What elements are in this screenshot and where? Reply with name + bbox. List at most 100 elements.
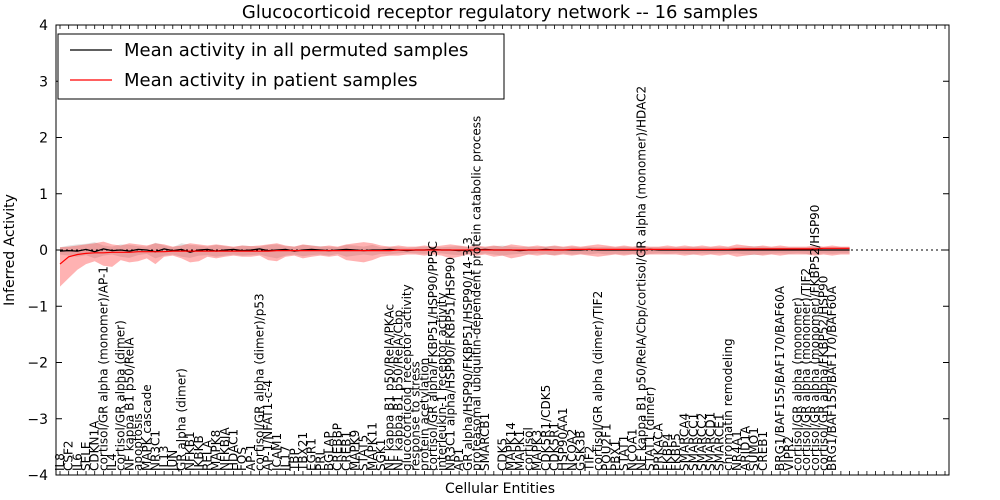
- x-tick-label: cortisol/GR alpha (dimer)/p53: [253, 293, 267, 471]
- x-tick-label: CDKN1A: [88, 420, 102, 471]
- x-tick-label: cortisol/GR alpha/FKBP52/HSP90: [817, 276, 831, 471]
- x-axis-title: Cellular Entities: [445, 481, 555, 497]
- x-tick-label: PRKACA: [652, 422, 666, 471]
- x-tick-label: chromatin remodeling: [721, 338, 735, 471]
- x-tick-label: CREBBP: [331, 423, 345, 471]
- y-tick-label: 3: [39, 74, 48, 90]
- chart-title: Glucocorticoid receptor regulatory netwo…: [242, 2, 758, 23]
- x-tick-label: NF kappa B1 p50/RelA/PKAc: [383, 304, 397, 471]
- x-tick-label: NFKB1: [183, 431, 197, 471]
- legend: Mean activity in all permuted samples Me…: [57, 33, 505, 100]
- x-tick-label: PRL: [313, 448, 327, 471]
- x-tick-label: IL4: [105, 453, 119, 471]
- x-tick-label: BRG1/BAF155/BAF170/BAF60A: [773, 285, 787, 471]
- x-tick-label: proteasomal ubiquitin-dependent protein …: [470, 116, 484, 471]
- x-tick-label: NCOA1: [626, 429, 640, 471]
- x-tick-label: EGR1: [305, 438, 319, 471]
- x-tick-label: BGLAP: [322, 431, 336, 471]
- x-tick-label: CDK5: [496, 438, 510, 471]
- x-tick-label: GR alpha (dimer): [175, 368, 189, 471]
- x-tick-label: MAPK3: [530, 430, 544, 471]
- x-tick-label: ICAM1: [270, 433, 284, 471]
- x-tick-label: MAPK1: [513, 430, 527, 471]
- x-tick-label: cortisol/GR alpha (monomer)/AP-1: [96, 266, 110, 471]
- x-tick-label: SMARCE1: [712, 413, 726, 471]
- x-tick-label: cortisol: [522, 427, 536, 471]
- x-tick-label: TBX21: [296, 432, 310, 472]
- x-tick-label: cortisol/GR alpha (monomer): [791, 297, 805, 471]
- x-tick-label: interleukin-1 receptor activity: [435, 292, 449, 471]
- x-tick-label: NR3C1: [148, 430, 162, 471]
- x-tick-label: ARID1A: [738, 425, 752, 471]
- x-tick-label: VIPR2: [782, 436, 796, 471]
- x-tick-label: cortisol/GR alpha (dimer)/TIF2: [591, 291, 605, 471]
- x-tick-label: MAPK9: [348, 430, 362, 471]
- x-tick-label: SMARCC2: [695, 413, 709, 471]
- x-tick-label: SMARCC1: [686, 413, 700, 471]
- x-tick-label: apoptosis: [131, 413, 145, 471]
- y-tick-label: 4: [39, 18, 48, 34]
- x-tick-label: POU2F1: [600, 423, 614, 471]
- x-tick-label: TIF2: [582, 446, 596, 472]
- x-tick-label: MAPK11: [365, 422, 379, 471]
- x-tick-label: NFKBIA: [218, 427, 232, 472]
- x-tick-label: TBP: [287, 448, 301, 472]
- x-tick-label: SUMO1: [747, 427, 761, 471]
- x-tick-label: SMARCA4: [678, 413, 692, 471]
- y-tick-label: −2: [27, 356, 48, 372]
- y-tick-label: 1: [39, 187, 48, 203]
- x-tick-label: cortisol/GR alpha (monomer)/TIF2: [799, 268, 813, 471]
- x-tick-label: NF kappa B1 p50/RelA/Cbp/cortisol/GR alp…: [634, 86, 648, 471]
- x-tick-label: CSF2: [62, 440, 76, 471]
- x-tick-label: NCOA2: [565, 429, 579, 471]
- x-tick-label: HDAC1: [227, 429, 241, 471]
- x-tick-label: STAT1 (dimer): [643, 387, 657, 471]
- x-tick-label: FKBP4: [660, 433, 674, 471]
- x-tick-label: NR3C1 alpha/HSP90/FKBP51/HSP90: [443, 257, 457, 471]
- x-tick-label: NF kappa B1 p50/RelA/Cbp: [391, 310, 405, 471]
- x-tick-label: STAT1: [617, 435, 631, 471]
- x-tick-label: HSP90AA1: [556, 407, 570, 471]
- x-tick-label: IL6: [70, 453, 84, 471]
- x-tick-label: MAPK cascade: [140, 384, 154, 471]
- y-axis-title: Inferred Activity: [2, 194, 18, 306]
- x-tick-label: SMARCB1: [478, 413, 492, 471]
- x-tick-label: protein acetylation: [417, 358, 431, 471]
- x-tick-label: CREB1: [339, 431, 353, 471]
- x-tick-label: RELA: [201, 439, 215, 471]
- x-tick-label: cortisol/GR alpha (monomer)/FKBP52/HSP90: [808, 205, 822, 472]
- series-line-patient: [59, 247, 850, 265]
- x-tick-label: IL8: [53, 453, 67, 471]
- y-tick-label: 0: [39, 243, 48, 259]
- x-tick-label: MAPK8: [209, 430, 223, 471]
- x-tick-label: cortisol/GR alpha/FKBP51/HSP90/PP5C: [426, 241, 440, 471]
- x-tick-label: FKBP5: [669, 433, 683, 471]
- x-tick-label: JUN: [166, 450, 180, 472]
- x-tick-label: SGK1: [374, 439, 388, 471]
- y-tick-label: −4: [27, 468, 48, 484]
- patient-band: [60, 241, 850, 287]
- x-tick-label: MAPK14: [504, 422, 518, 471]
- y-tick-label: 2: [39, 131, 48, 147]
- x-tick-label: PBX1: [608, 440, 622, 471]
- x-tick-label: CREB1: [756, 431, 770, 471]
- legend-label-patient: Mean activity in patient samples: [124, 70, 418, 91]
- x-tick-label: NF kappa B1 p50/RelA: [122, 337, 136, 471]
- x-tick-label: IKBKB: [192, 435, 206, 471]
- x-tick-label: AP-1/NFAT1-c-4: [261, 380, 275, 471]
- x-tick-label: SMARCD1: [704, 412, 718, 471]
- legend-label-permuted: Mean activity in all permuted samples: [124, 40, 468, 61]
- x-tick-label: STAT5: [357, 435, 371, 471]
- x-tick-label: SELE: [79, 442, 93, 471]
- x-tick-label: CDK5R1: [548, 422, 562, 471]
- x-tick-label: cortisol/GR alpha (dimer): [114, 320, 128, 471]
- x-tick-label: FOS: [235, 447, 249, 471]
- series-lines: [56, 247, 949, 265]
- x-tick-label: IL13: [157, 445, 171, 471]
- x-tick-label: CDK5R1/CDK5: [539, 385, 553, 471]
- x-tick-label: glucocorticoid receptor activity: [400, 284, 414, 471]
- y-tick-label: −3: [27, 412, 48, 428]
